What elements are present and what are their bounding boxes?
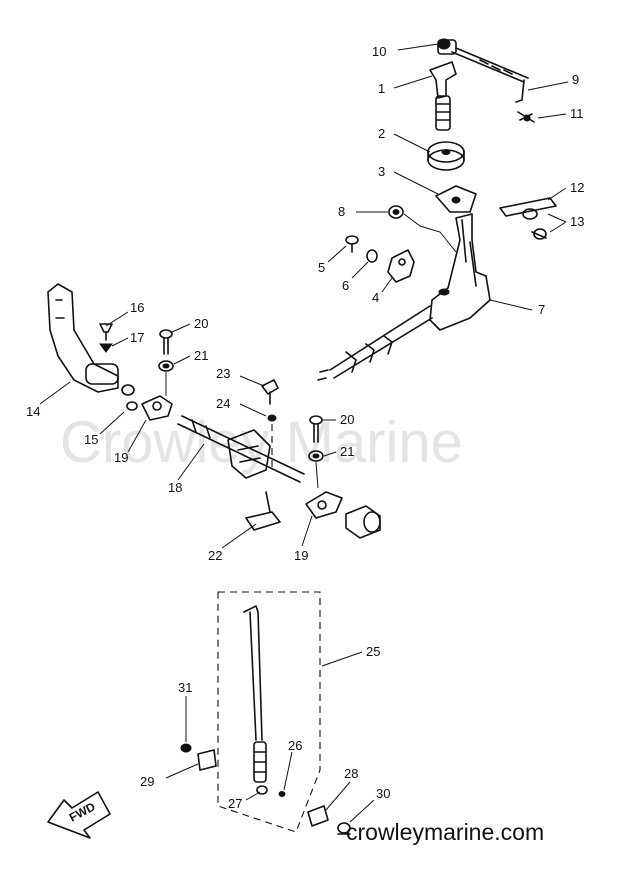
fwd-label: FWD [67, 799, 98, 824]
callout-13: 13 [570, 214, 584, 229]
part-16-screw [99, 323, 113, 341]
callout-20-left: 20 [194, 316, 208, 331]
part-10-nut [437, 38, 457, 55]
callout-15: 15 [84, 432, 98, 447]
callout-labels: 10 1 9 11 2 3 12 13 8 5 6 4 7 16 17 20 2… [26, 44, 584, 811]
callout-25: 25 [366, 644, 380, 659]
callout-17: 17 [130, 330, 144, 345]
callout-27: 27 [228, 796, 242, 811]
part-2-pulley [427, 141, 465, 171]
part-30-screw [337, 822, 351, 835]
footer-site-text: crowleymarine.com [346, 819, 544, 845]
leader-21b [315, 461, 319, 489]
callout-26: 26 [288, 738, 302, 753]
part-4-bracket [387, 249, 415, 283]
part-20-bolt-left [159, 329, 173, 355]
callout-21-right: 21 [340, 444, 354, 459]
part-1-lever [429, 61, 457, 99]
callout-6: 6 [342, 278, 349, 293]
part-31-nut [180, 743, 192, 753]
callout-21-left: 21 [194, 348, 208, 363]
watermark-text: Crowley Marine [60, 410, 463, 475]
part-23-screw [261, 379, 279, 405]
callout-3: 3 [378, 164, 385, 179]
callout-24: 24 [216, 396, 230, 411]
part-19-joint-right [305, 491, 343, 519]
part-11-clip [517, 111, 535, 123]
callout-12: 12 [570, 180, 584, 195]
callout-28: 28 [344, 766, 358, 781]
part-19-joint-left [141, 395, 173, 421]
callout-16: 16 [130, 300, 144, 315]
callout-22: 22 [208, 548, 222, 563]
part-9-link-rod [451, 47, 529, 103]
part-24-washer [267, 414, 277, 422]
part-3-plate [435, 185, 477, 213]
part-8-collar [388, 205, 404, 219]
callout-9: 9 [572, 72, 579, 87]
part-18-shift-shaft [177, 415, 305, 483]
callout-23: 23 [216, 366, 230, 381]
callout-31: 31 [178, 680, 192, 695]
callout-29: 29 [140, 774, 154, 789]
part-15-pin [121, 384, 138, 411]
callout-10: 10 [372, 44, 386, 59]
callout-4: 4 [372, 290, 379, 305]
part-21-washer-left [158, 360, 174, 372]
part-14-shift-lever [47, 283, 119, 393]
part-26-clip [278, 791, 286, 797]
part-28-plate [307, 805, 329, 827]
part-6-nut [366, 249, 378, 263]
callout-11: 11 [570, 106, 584, 121]
callout-7: 7 [538, 302, 545, 317]
part-7-arm-assembly [317, 213, 491, 381]
callout-5: 5 [318, 260, 325, 275]
callout-20-right: 20 [340, 412, 354, 427]
part-22-bracket [245, 491, 281, 531]
part-13-washer-nut [522, 208, 547, 240]
fwd-direction-arrow: FWD [47, 791, 111, 839]
part-21-washer-right [308, 450, 324, 462]
part-spring-stack [435, 95, 451, 131]
group-25-dashed-box [217, 591, 321, 833]
callout-1: 1 [378, 81, 385, 96]
callout-19-right: 19 [294, 548, 308, 563]
callout-18: 18 [168, 480, 182, 495]
callout-2: 2 [378, 126, 385, 141]
part-17-washer [99, 343, 113, 353]
part-25-shift-rod [243, 605, 268, 795]
part-cap [345, 505, 381, 539]
part-12-link-plate [499, 197, 557, 217]
callout-8: 8 [338, 204, 345, 219]
part-5-bolt [345, 235, 359, 253]
callout-30: 30 [376, 786, 390, 801]
leader-lines [39, 43, 569, 823]
callout-14: 14 [26, 404, 40, 419]
callout-19-left: 19 [114, 450, 128, 465]
part-29-plate [197, 749, 217, 771]
